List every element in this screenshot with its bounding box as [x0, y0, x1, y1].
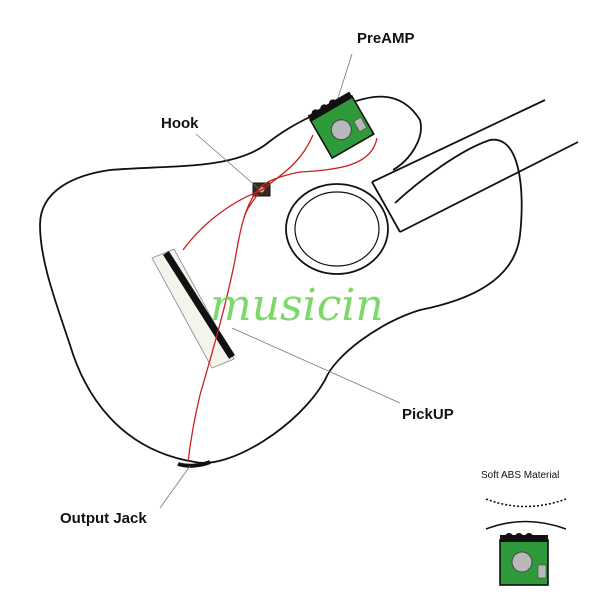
- abs-preamp-module: [499, 533, 549, 586]
- preamp-module: [307, 91, 375, 160]
- label-preamp: PreAMP: [357, 30, 415, 47]
- watermark-text: musicin: [210, 280, 384, 331]
- wires: [182, 134, 378, 463]
- abs-curve-bottom: [485, 520, 567, 530]
- wire-pickup-return: [243, 193, 259, 219]
- wire-preamp-to-output: [187, 137, 378, 463]
- guitar-neck: [371, 99, 579, 233]
- leader-output-jack: [159, 465, 191, 509]
- label-output-jack: Output Jack: [60, 510, 147, 527]
- label-pickup: PickUP: [402, 406, 454, 423]
- leader-preamp: [337, 53, 353, 99]
- leader-pickup: [231, 327, 401, 404]
- leader-hook: [195, 133, 259, 189]
- sound-hole: [285, 183, 389, 275]
- leader-lines: [159, 53, 401, 509]
- soft-abs-inset: Soft ABS Material: [481, 470, 567, 586]
- output-jack: [177, 460, 211, 468]
- bridge-saddle: [151, 248, 235, 369]
- pickup-strip: [163, 251, 235, 359]
- label-hook: Hook: [161, 115, 199, 132]
- wire-preamp-to-pickup: [182, 134, 314, 251]
- label-soft-abs: Soft ABS Material: [481, 470, 559, 481]
- abs-curve-top: [485, 498, 567, 508]
